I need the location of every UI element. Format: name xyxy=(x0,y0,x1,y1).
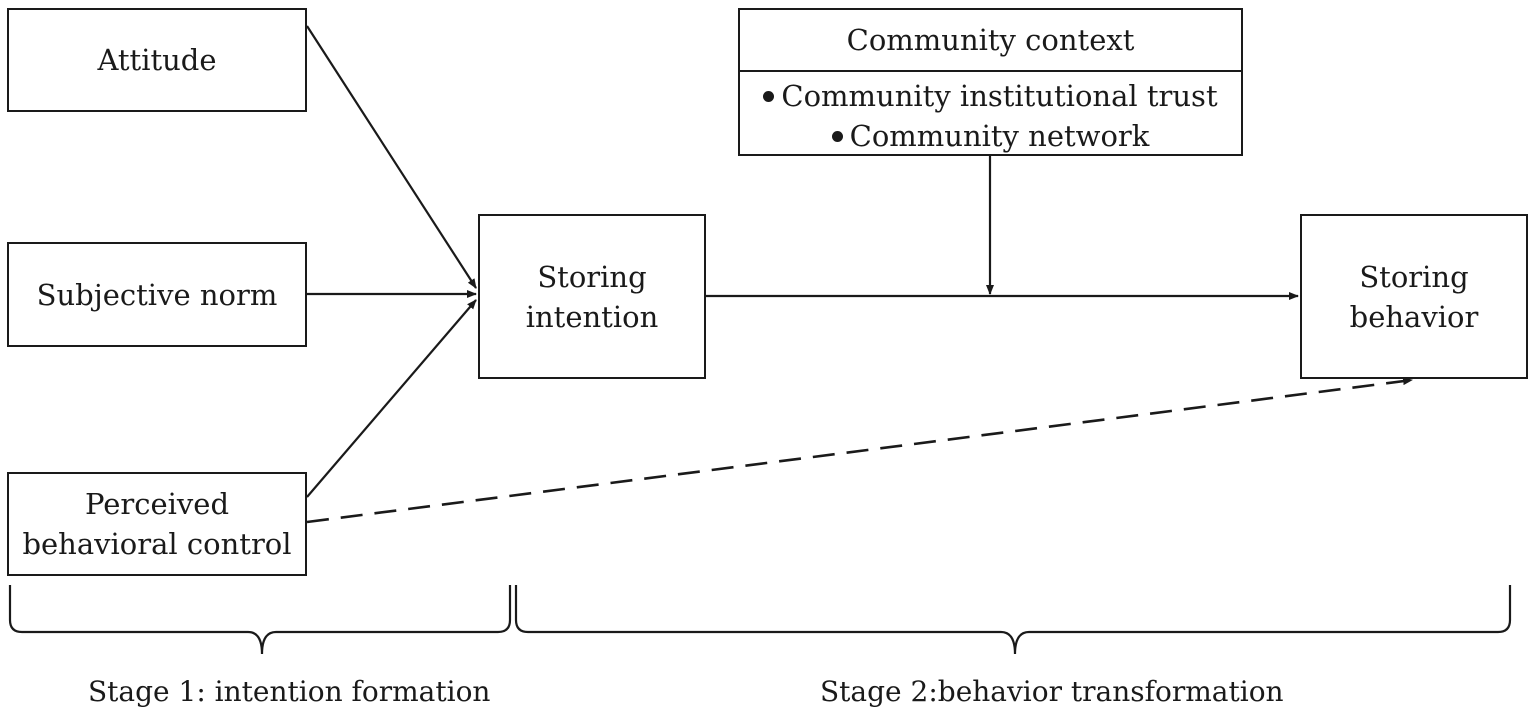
subjective-norm-label: Subjective norm xyxy=(36,277,278,312)
subjective-norm-node: Subjective norm xyxy=(7,242,307,347)
community-context-item: Community network xyxy=(831,116,1150,156)
pbc-label-line1: Perceived xyxy=(84,487,230,521)
community-context-item: Community institutional trust xyxy=(763,76,1218,116)
intention-label-line1: Storing xyxy=(537,259,647,294)
attitude-label: Attitude xyxy=(97,43,217,77)
community-context-node: Community context Community institutiona… xyxy=(738,8,1243,156)
community-context-title: Community context xyxy=(740,10,1241,72)
perceived-behavioral-control-node: Perceived behavioral control xyxy=(7,472,307,576)
stage1-label: Stage 1: intention formation xyxy=(88,675,491,708)
community-item-label: Community network xyxy=(849,119,1150,153)
stage2-label: Stage 2:behavior transformation xyxy=(820,675,1284,708)
bullet-icon xyxy=(831,130,843,142)
arrow-pbc-to-behavior-dashed xyxy=(306,377,1413,524)
behavior-label-line1: Storing xyxy=(1359,259,1469,294)
arrow-pbc-to-intention xyxy=(306,299,477,498)
storing-behavior-node: Storing behavior xyxy=(1300,214,1528,379)
bullet-icon xyxy=(763,90,775,102)
community-item-label: Community institutional trust xyxy=(781,79,1218,113)
behavior-label-line2: behavior xyxy=(1349,299,1479,334)
stage1-brace xyxy=(8,585,512,655)
community-context-list: Community institutional trust Community … xyxy=(740,72,1241,156)
pbc-label-line2: behavioral control xyxy=(22,527,292,561)
attitude-node: Attitude xyxy=(7,8,307,112)
stage2-brace xyxy=(514,585,1512,655)
intention-label-line2: intention xyxy=(525,299,659,334)
storing-intention-node: Storing intention xyxy=(478,214,706,379)
arrow-attitude-to-intention xyxy=(306,25,477,289)
